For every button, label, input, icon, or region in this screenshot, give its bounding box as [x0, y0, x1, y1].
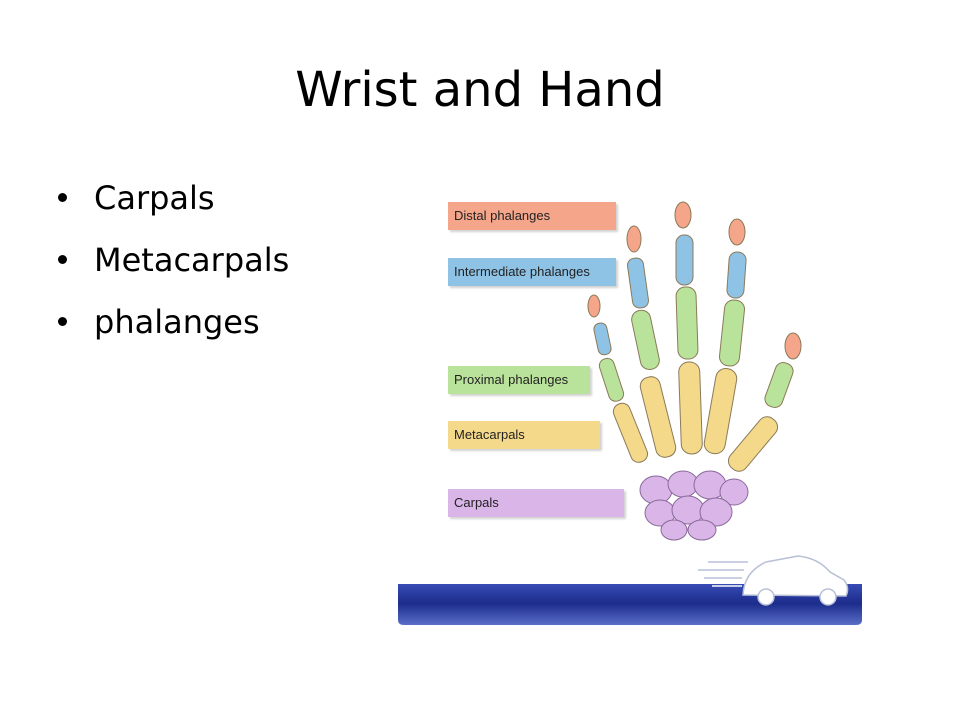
hand-bones-figure: Distal phalanges Intermediate phalanges …	[398, 190, 862, 625]
bullet-text: Metacarpals	[94, 241, 290, 279]
bullet-item: phalanges	[58, 302, 289, 342]
car-icon	[742, 555, 849, 606]
bullet-text: phalanges	[94, 303, 260, 341]
speed-lines-icon	[698, 561, 748, 587]
thumb-bones	[727, 332, 802, 472]
hand-skeleton-illustration	[398, 201, 862, 625]
bullet-item: Metacarpals	[58, 240, 289, 280]
ring-finger-bones	[626, 225, 677, 458]
bullet-list: Carpals Metacarpals phalanges	[58, 178, 289, 364]
label-carpals: Carpals	[448, 489, 624, 517]
pinky-finger-bones	[587, 294, 649, 463]
bullet-item: Carpals	[58, 178, 289, 218]
label-proximal-phalanges: Proximal phalanges	[448, 366, 590, 394]
middle-finger-bones	[674, 201, 703, 455]
bullet-dot-icon	[58, 193, 67, 202]
index-finger-bones	[703, 218, 747, 455]
bullet-dot-icon	[58, 255, 67, 264]
bullet-dot-icon	[58, 317, 67, 326]
bullet-text: Carpals	[94, 179, 215, 217]
label-distal-phalanges: Distal phalanges	[448, 202, 616, 230]
carpal-bones	[639, 470, 749, 541]
label-intermediate-phalanges: Intermediate phalanges	[448, 258, 616, 286]
page-title: Wrist and Hand	[295, 62, 665, 118]
label-metacarpals: Metacarpals	[448, 421, 600, 449]
